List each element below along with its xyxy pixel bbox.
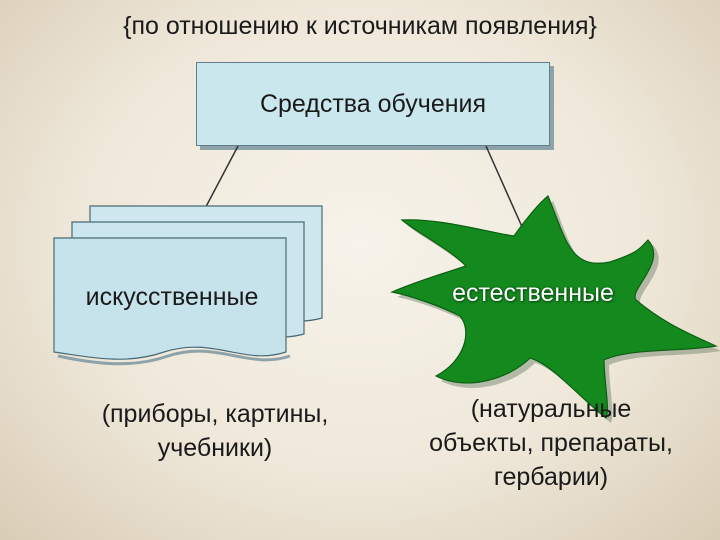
diagram-heading: {по отношению к источникам появления} (123, 12, 597, 40)
artificial-examples-line-1: (приборы, картины, (101, 400, 329, 428)
star-body (389, 195, 719, 419)
natural-examples-line-3: гербарии) (493, 463, 609, 491)
natural-branch-label: естественные (452, 279, 614, 307)
natural-examples-line-2: объекты, препараты, (429, 429, 673, 457)
natural-examples: (натуральные объекты, препараты, гербари… (390, 392, 712, 494)
arrow-to-natural (485, 145, 529, 240)
artificial-examples-line-2: учебники) (157, 434, 273, 462)
root-node-label: Средства обучения (259, 89, 487, 118)
multi-document-shape (53, 205, 323, 366)
artificial-examples: (приборы, картины, учебники) (60, 397, 370, 465)
document-page-front-shadow (57, 349, 291, 366)
document-page-front (53, 237, 287, 360)
natural-examples-line-1: (натуральные (470, 395, 632, 423)
artificial-branch-label: искусственные (85, 283, 259, 311)
natural-star-shape (389, 195, 720, 423)
root-node-box: Средства обучения (196, 62, 550, 146)
